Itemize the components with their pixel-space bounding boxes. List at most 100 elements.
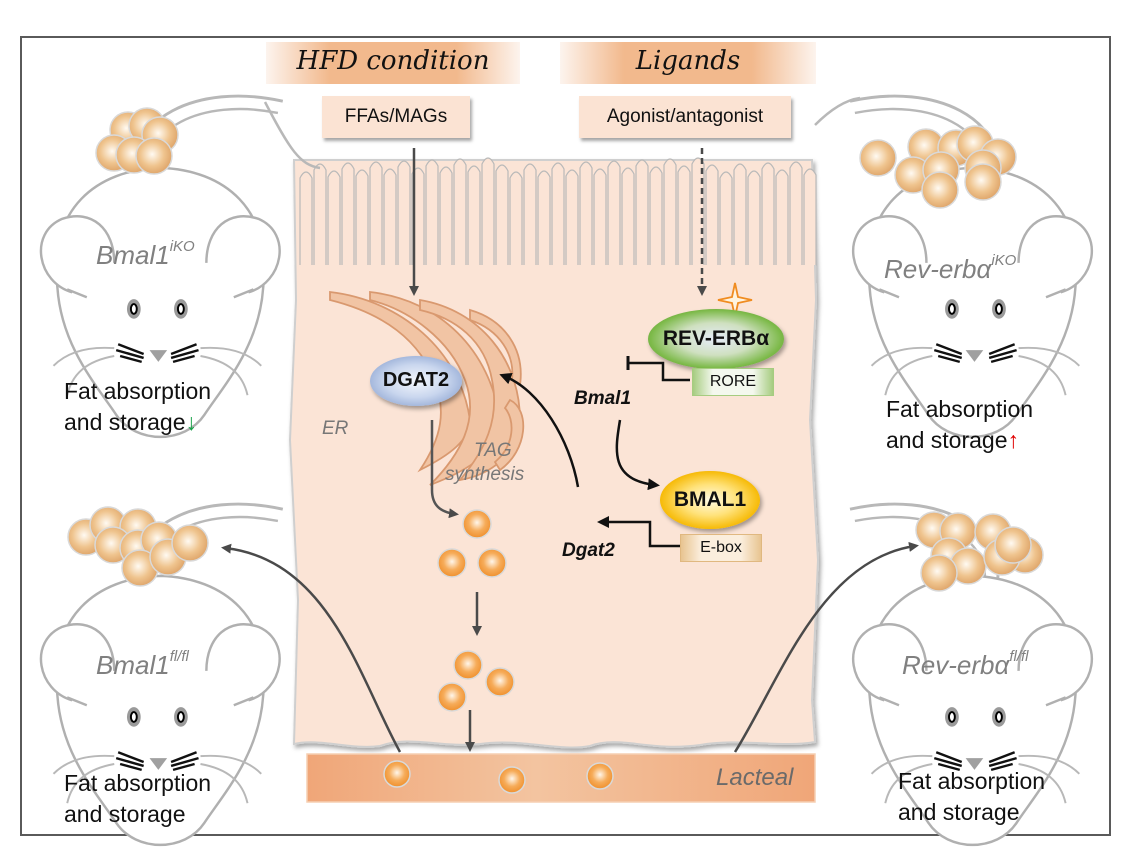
dgat2-protein-label: DGAT2: [382, 369, 450, 391]
caption-line: Fat absorption: [898, 768, 1046, 794]
caption-line: and storage: [64, 801, 186, 827]
microvillus: [775, 169, 789, 265]
bmal1-flfl-label: Bmal1fl/fl: [96, 648, 189, 681]
stored-fat-droplet: [135, 137, 173, 175]
caption-line: and storage↓: [64, 407, 211, 438]
reverb-flfl-label: Rev-erbαfl/fl: [902, 648, 1029, 681]
reverb-protein-label: REV-ERBα: [662, 327, 770, 350]
lacteal-to-bmal1-mouse-arrow: [221, 543, 402, 753]
stored-fat-clusters: [67, 107, 1044, 592]
fat-droplet: [462, 509, 492, 539]
microvillus: [369, 161, 383, 265]
reverb-protein-shape: [648, 309, 784, 369]
er-label: ER: [322, 418, 349, 439]
agonist-antagonist-box: Agonist/antagonist: [579, 96, 791, 138]
caption-text: and storage: [886, 427, 1008, 453]
tag-synthesis-arrow: [430, 420, 459, 519]
genotype-superscript: fl/fl: [1009, 648, 1029, 665]
bmal1-translation-arrow: [615, 419, 660, 491]
lacteal-label: Lacteal: [716, 764, 794, 791]
microvillus: [313, 163, 327, 265]
fat-droplet: [437, 548, 467, 578]
bmal1-flfl-caption: Fat absorption and storage: [64, 768, 211, 830]
dgat2-gene-label: Dgat2: [562, 540, 615, 561]
bmal1-iko-caption: Fat absorption and storage↓: [64, 376, 211, 438]
microvillus: [425, 159, 439, 265]
microvillus: [397, 160, 411, 265]
microvillus: [509, 171, 523, 265]
stored-fat-droplet: [994, 526, 1032, 564]
microvillus: [719, 171, 733, 265]
caption-line: Fat absorption: [886, 396, 1034, 422]
microvillus: [607, 160, 621, 265]
stored-fat-droplet: [921, 171, 959, 209]
microvillus: [495, 164, 509, 265]
microvillus: [579, 161, 593, 265]
ligands-header-background: [560, 42, 816, 84]
bmal1-gene-label: Bmal1: [574, 388, 632, 409]
microvillus: [635, 159, 649, 265]
stored-fat-droplet: [859, 139, 897, 177]
microvillus: [789, 161, 803, 265]
fat-droplet: [485, 667, 515, 697]
microvillus: [327, 170, 341, 265]
ebox-element: E-box: [680, 534, 762, 562]
fat-droplet: [586, 762, 614, 790]
fat-droplet: [437, 682, 467, 712]
up-arrow-icon: ↑: [1007, 427, 1019, 453]
stored-fat-droplet: [920, 554, 958, 592]
microvillus: [439, 166, 453, 265]
microvillus: [649, 166, 663, 265]
microvillus: [761, 162, 775, 265]
genotype-superscript: iKO: [169, 238, 195, 255]
fat-droplets-lacteal: [383, 760, 614, 794]
caption-line: and storage: [898, 799, 1020, 825]
microvillus: [299, 171, 313, 265]
genotype-superscript: iKO: [991, 252, 1017, 269]
microvillus: [453, 158, 467, 265]
microvillus: [551, 162, 565, 265]
genotype-name: Bmal1: [96, 650, 170, 680]
lacteal-to-reverb-mouse-arrow: [733, 541, 919, 753]
microvillus: [593, 168, 607, 265]
microvilli: [299, 157, 817, 265]
reverb-flfl-caption: Fat absorption and storage: [898, 766, 1045, 828]
rore-element: RORE: [692, 368, 774, 396]
fat-droplets-cell: [437, 509, 515, 712]
hfd-header-background: [266, 42, 520, 84]
genotype-superscript: fl/fl: [169, 648, 189, 665]
microvillus: [747, 170, 761, 265]
microvillus: [663, 158, 677, 265]
caption-line: and storage↑: [886, 425, 1033, 456]
genotype-name: Rev-erbα: [884, 254, 992, 284]
microvillus: [481, 157, 495, 265]
microvillus: [383, 168, 397, 265]
reverb-iko-label: Rev-erbαiKO: [884, 252, 1017, 285]
microvillus: [733, 163, 747, 265]
ebox-activation-arrow: [597, 516, 680, 548]
stored-fat-droplet: [964, 163, 1002, 201]
ligands-header: Ligands: [635, 46, 741, 76]
reverb-iko-caption: Fat absorption and storage↑: [886, 394, 1033, 456]
dgat2-translation-arrow: [499, 372, 580, 488]
microvillus: [565, 169, 579, 265]
microvillus: [705, 164, 719, 265]
microvillus: [803, 168, 817, 265]
fat-droplet: [498, 766, 526, 794]
microvillus: [537, 170, 551, 265]
genotype-name: Bmal1: [96, 240, 170, 270]
down-arrow-icon: ↓: [185, 409, 197, 435]
rore-repression-line: [628, 361, 690, 382]
microvillus: [341, 162, 355, 265]
microvillus: [467, 165, 481, 265]
ffas-mags-box: FFAs/MAGs: [322, 96, 470, 138]
hfd-condition-header: HFD condition: [296, 46, 490, 76]
caption-text: and storage: [64, 409, 186, 435]
microvillus: [621, 167, 635, 265]
stored-fat-droplet: [171, 524, 209, 562]
bmal1-protein-shape: [660, 471, 760, 529]
fat-droplet: [453, 650, 483, 680]
synthesis-label: synthesis: [445, 464, 525, 485]
microvillus: [677, 165, 691, 265]
